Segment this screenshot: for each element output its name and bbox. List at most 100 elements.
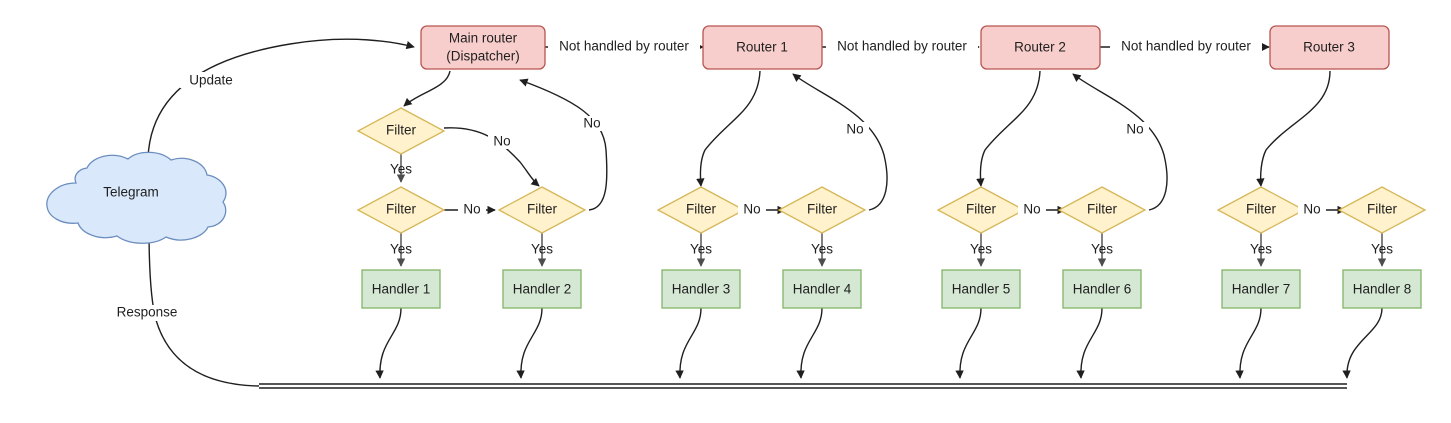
filter-f-label: Filter — [966, 202, 997, 217]
edge-label-yes-5: Yes — [811, 242, 833, 257]
edge-label-no-4: No — [743, 202, 760, 217]
router-3-label: Router 3 — [1303, 40, 1355, 55]
filter-f-diamond[interactable] — [936, 186, 1026, 234]
label-bg-nh2 — [826, 39, 978, 55]
edge-label-yes-9: Yes — [1371, 242, 1393, 257]
edge-label-not-handled-1: Not handled by router — [559, 39, 689, 54]
filter-i-diamond[interactable] — [1337, 186, 1427, 234]
handler-4-box[interactable] — [782, 269, 862, 309]
edge-router-3-to-filter-h — [1256, 70, 1331, 187]
main-router-label-line1: Main router — [449, 31, 518, 46]
node-handler-3[interactable]: Handler 3 — [661, 269, 741, 309]
node-handler-4[interactable]: Handler 4 — [782, 269, 862, 309]
handler-6-label: Handler 6 — [1073, 282, 1132, 297]
node-filter-d[interactable]: Filter — [656, 186, 746, 234]
handler-7-box[interactable] — [1221, 269, 1301, 309]
node-router-1[interactable]: Router 1 — [702, 25, 823, 70]
node-router-3[interactable]: Router 3 — [1269, 25, 1390, 70]
handler-4-label: Handler 4 — [793, 282, 852, 297]
edge-handler-6-to-bus — [1076, 307, 1103, 379]
telegram-cloud[interactable]: Telegram — [46, 151, 227, 244]
edge-handler-2-to-bus — [516, 307, 543, 379]
edge-label-update: Update — [189, 73, 233, 88]
edge-label-no-3: No — [463, 202, 480, 217]
router-2-label: Router 2 — [1014, 40, 1066, 55]
node-filter-a[interactable]: Filter — [356, 107, 446, 155]
edge-label-yes-8: Yes — [1250, 242, 1272, 257]
node-handler-8[interactable]: Handler 8 — [1342, 269, 1422, 309]
handler-6-box[interactable] — [1062, 269, 1142, 309]
edge-label-no-2: No — [583, 116, 600, 131]
node-filter-i[interactable]: Filter — [1337, 186, 1427, 234]
edge-filter-g-no-to-router-2 — [1072, 73, 1168, 211]
edge-label-yes-7: Yes — [1091, 242, 1113, 257]
label-bg-nh1 — [548, 39, 700, 55]
edge-handler-5-to-bus — [955, 307, 982, 379]
node-handler-6[interactable]: Handler 6 — [1062, 269, 1142, 309]
edge-mainrouter-to-filter-a — [403, 70, 451, 107]
edge-label-yes-4: Yes — [690, 242, 712, 257]
node-filter-g[interactable]: Filter — [1057, 186, 1147, 234]
edge-label-yes-1: Yes — [390, 162, 412, 177]
node-handler-2[interactable]: Handler 2 — [502, 269, 582, 309]
node-router-2[interactable]: Router 2 — [980, 25, 1101, 70]
router-3-box[interactable] — [1269, 25, 1390, 70]
filter-d-diamond[interactable] — [656, 186, 746, 234]
edge-label-no-1: No — [493, 134, 510, 149]
edge-label-no-8: No — [1303, 202, 1320, 217]
handler-8-label: Handler 8 — [1353, 282, 1412, 297]
node-filter-h[interactable]: Filter — [1216, 186, 1306, 234]
filter-b-diamond[interactable] — [356, 186, 446, 234]
node-filter-f[interactable]: Filter — [936, 186, 1026, 234]
handler-2-label: Handler 2 — [513, 282, 572, 297]
filter-e-label: Filter — [807, 202, 838, 217]
edge-label-yes-3: Yes — [531, 242, 553, 257]
node-filter-b[interactable]: Filter — [356, 186, 446, 234]
filter-h-diamond[interactable] — [1216, 186, 1306, 234]
edge-handler-1-to-bus — [375, 307, 402, 379]
label-bg-no6 — [1018, 203, 1046, 218]
filter-i-label: Filter — [1367, 202, 1398, 217]
filter-d-label: Filter — [686, 202, 717, 217]
node-handler-1[interactable]: Handler 1 — [361, 269, 441, 309]
router-1-box[interactable] — [702, 25, 823, 70]
filter-g-diamond[interactable] — [1057, 186, 1147, 234]
router-2-box[interactable] — [980, 25, 1101, 70]
filter-a-label: Filter — [386, 123, 417, 138]
filter-c-diamond[interactable] — [497, 186, 587, 234]
handler-7-label: Handler 7 — [1232, 282, 1291, 297]
edge-label-yes-2: Yes — [390, 242, 412, 257]
label-bg-no7 — [1121, 122, 1149, 137]
filter-e-diamond[interactable] — [777, 186, 867, 234]
label-bg-no5 — [841, 122, 869, 137]
label-bg-nh3 — [1110, 39, 1262, 55]
node-handler-5[interactable]: Handler 5 — [941, 269, 1021, 309]
edge-filter-a-no-to-filter-c — [443, 127, 540, 187]
filter-c-label: Filter — [527, 202, 558, 217]
label-bg-no4 — [738, 203, 766, 218]
handler-1-box[interactable] — [361, 269, 441, 309]
node-filter-c[interactable]: Filter — [497, 186, 587, 234]
handler-2-box[interactable] — [502, 269, 582, 309]
handler-8-box[interactable] — [1342, 269, 1422, 309]
edge-label-not-handled-3: Not handled by router — [1121, 39, 1251, 54]
label-bg-update — [180, 72, 242, 88]
node-handler-7[interactable]: Handler 7 — [1221, 269, 1301, 309]
handler-5-box[interactable] — [941, 269, 1021, 309]
edge-router-2-to-filter-f — [976, 70, 1041, 187]
filter-g-label: Filter — [1087, 202, 1118, 217]
main-router-box[interactable] — [420, 25, 546, 70]
edge-update — [147, 38, 415, 159]
edge-label-no-6: No — [1023, 202, 1040, 217]
handler-3-box[interactable] — [661, 269, 741, 309]
label-bg-no2 — [578, 116, 606, 131]
filter-a-diamond[interactable] — [356, 107, 446, 155]
edge-filter-c-no-to-mainrouter — [519, 78, 608, 211]
edge-handler-3-to-bus — [675, 307, 702, 379]
node-filter-e[interactable]: Filter — [777, 186, 867, 234]
node-main-router[interactable]: Main router (Dispatcher) — [420, 25, 546, 70]
edge-filter-e-no-to-router-1 — [792, 73, 888, 211]
label-bg-no1 — [488, 134, 516, 149]
edge-label-no-5: No — [846, 122, 863, 137]
